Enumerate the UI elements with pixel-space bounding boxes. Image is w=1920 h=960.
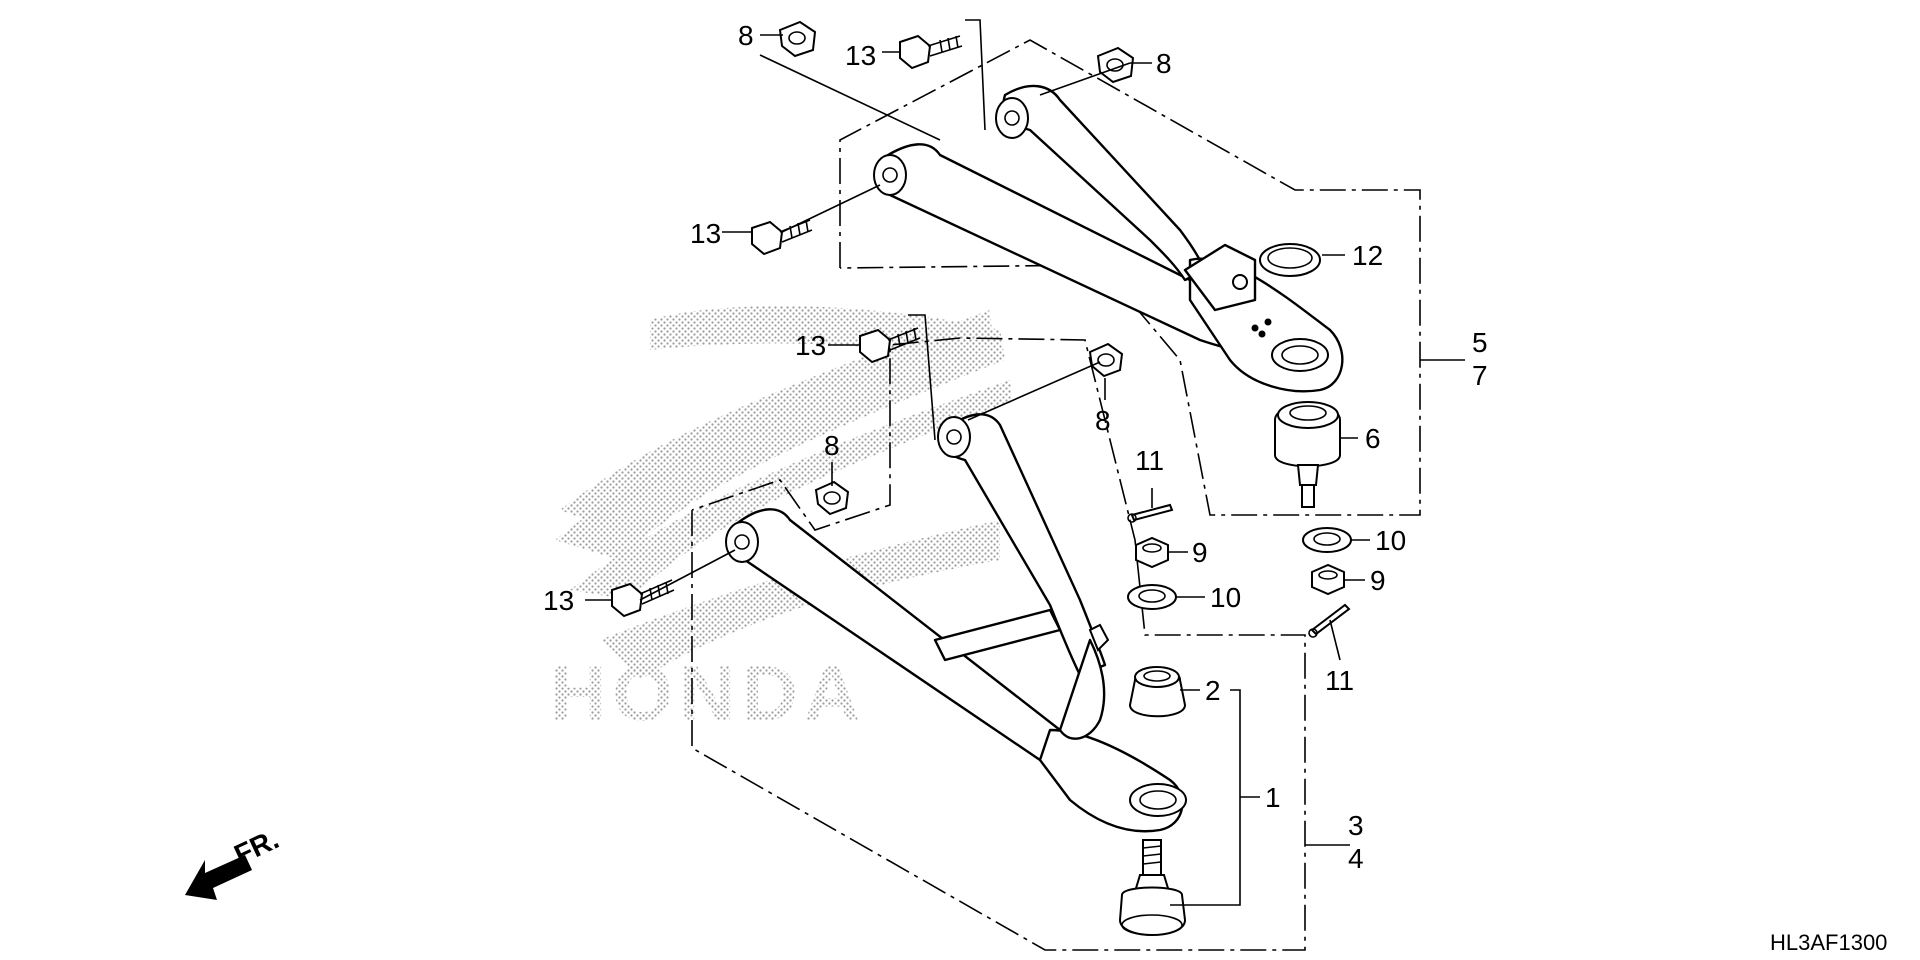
callout-4: 4: [1348, 843, 1364, 874]
callout-2: 2: [1205, 675, 1221, 706]
callout-6: 6: [1365, 423, 1381, 454]
lower-ball-joint[interactable]: [1118, 839, 1187, 936]
honda-watermark-text: HONDA: [550, 649, 866, 737]
snap-ring[interactable]: [1259, 243, 1321, 277]
callout-3: 3: [1348, 810, 1364, 841]
callout-13-lower-rear: 13: [795, 330, 826, 361]
front-direction-arrow: FR.: [185, 823, 283, 900]
honda-wing-watermark: [555, 306, 1012, 680]
callout-8-upper-right: 8: [1156, 48, 1172, 79]
callout-9-left: 9: [1192, 537, 1208, 568]
callout-1: 1: [1265, 782, 1281, 813]
flange-bolt-lower-front[interactable]: [611, 579, 675, 618]
lower-a-arm[interactable]: [725, 413, 1187, 833]
dust-seal[interactable]: [1128, 666, 1187, 718]
callout-11-left: 11: [1135, 445, 1164, 476]
callout-10-left: 10: [1210, 582, 1241, 613]
flange-nut-upper-left[interactable]: [778, 20, 817, 58]
lower-arm-bracket: [691, 337, 1350, 951]
flange-bolt-upper-rear[interactable]: [899, 34, 963, 70]
upper-ball-joint[interactable]: [1274, 401, 1341, 508]
callout-8-upper-left: 8: [738, 20, 754, 51]
cotter-pin-left[interactable]: [1127, 503, 1174, 523]
callout-8-lower-left: 8: [824, 430, 840, 461]
callout-5: 5: [1472, 327, 1488, 358]
callout-13-upper-rear: 13: [845, 40, 876, 71]
upper-leaders: [722, 19, 1358, 439]
callout-12: 12: [1352, 240, 1383, 271]
flange-nut-upper-right[interactable]: [1096, 46, 1135, 84]
cotter-pin-right[interactable]: [1308, 603, 1351, 638]
callout-13-lower-front: 13: [543, 585, 574, 616]
castle-nut-left[interactable]: [1135, 536, 1169, 569]
callout-10-right: 10: [1375, 525, 1406, 556]
callout-8-lower-right: 8: [1095, 405, 1111, 436]
callout-11-right: 11: [1325, 665, 1354, 696]
callout-9-right: 9: [1370, 565, 1386, 596]
flange-bolt-upper-front[interactable]: [751, 219, 813, 256]
washer-right[interactable]: [1302, 527, 1352, 553]
callout-7: 7: [1472, 360, 1488, 391]
lower-leaders: [585, 314, 1370, 906]
flange-nut-lower-right[interactable]: [1088, 342, 1124, 378]
upper-a-arm[interactable]: [873, 84, 1344, 393]
callout-13-upper-front: 13: [690, 218, 721, 249]
washer-left[interactable]: [1127, 584, 1177, 610]
castle-nut-right[interactable]: [1311, 563, 1345, 596]
flange-nut-lower-left[interactable]: [814, 480, 850, 516]
diagram-code: HL3AF1300: [1770, 930, 1887, 955]
flange-bolt-lower-rear[interactable]: [859, 327, 921, 364]
